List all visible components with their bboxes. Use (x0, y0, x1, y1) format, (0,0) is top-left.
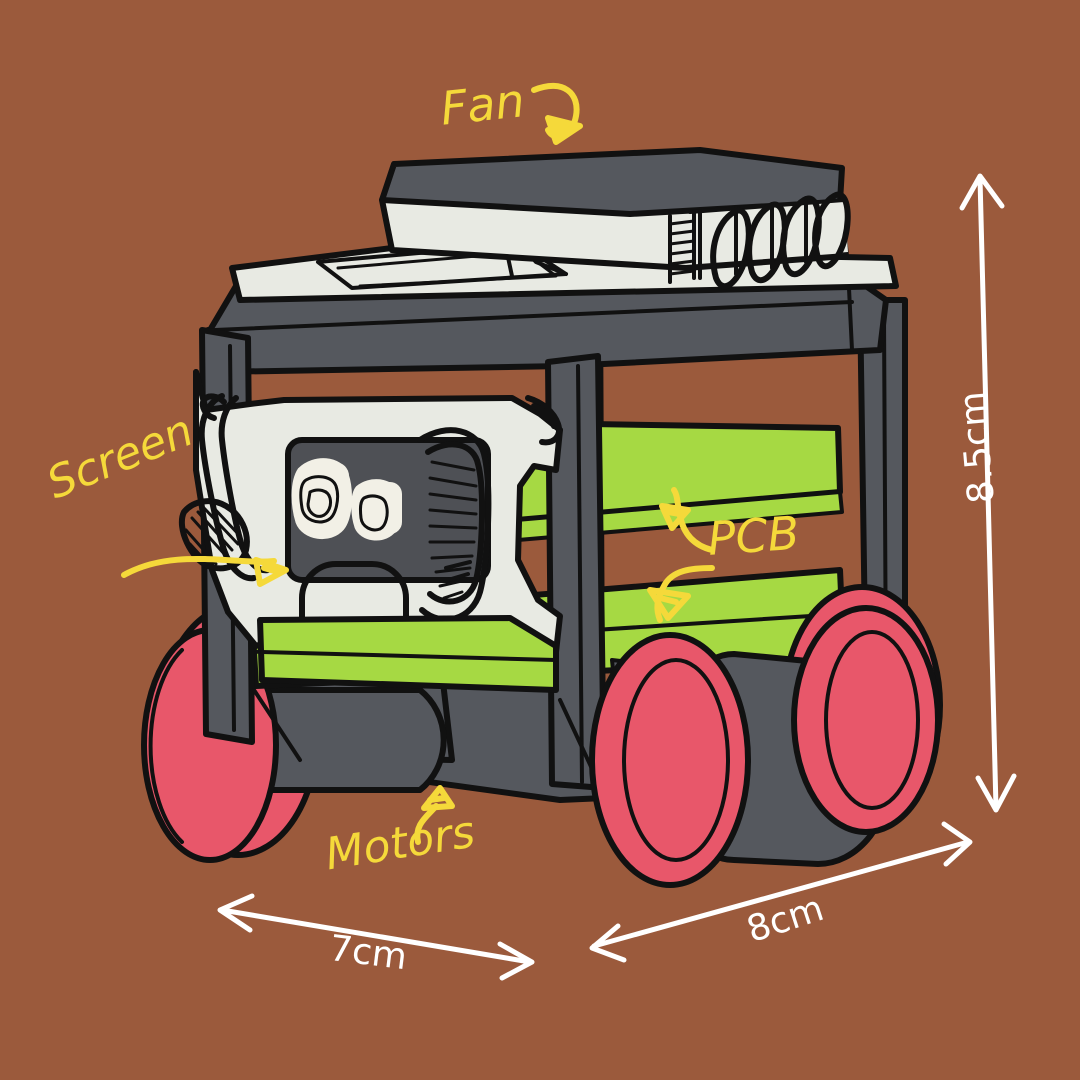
motors-arrow (414, 785, 455, 845)
front-lower-pcb-strip (257, 615, 559, 693)
fan-arrow (531, 82, 583, 145)
screen-eye-left (291, 458, 352, 539)
left-vent-hatch (178, 498, 250, 572)
dimension-depth-arrow (589, 821, 973, 963)
dimension-width-arrow (217, 893, 535, 981)
screen-mouth (299, 561, 409, 629)
pcb-arrow-upper (659, 487, 715, 553)
face-panel (178, 369, 563, 655)
screen-arrow (121, 555, 289, 587)
wheel-rear-right-outer (791, 605, 941, 835)
dimension-height-arrow (959, 173, 1017, 813)
wheel-rear-left (589, 632, 751, 888)
fan-module (379, 147, 851, 290)
screen-eye-right (351, 479, 402, 541)
pcb-arrow-lower (647, 565, 715, 623)
